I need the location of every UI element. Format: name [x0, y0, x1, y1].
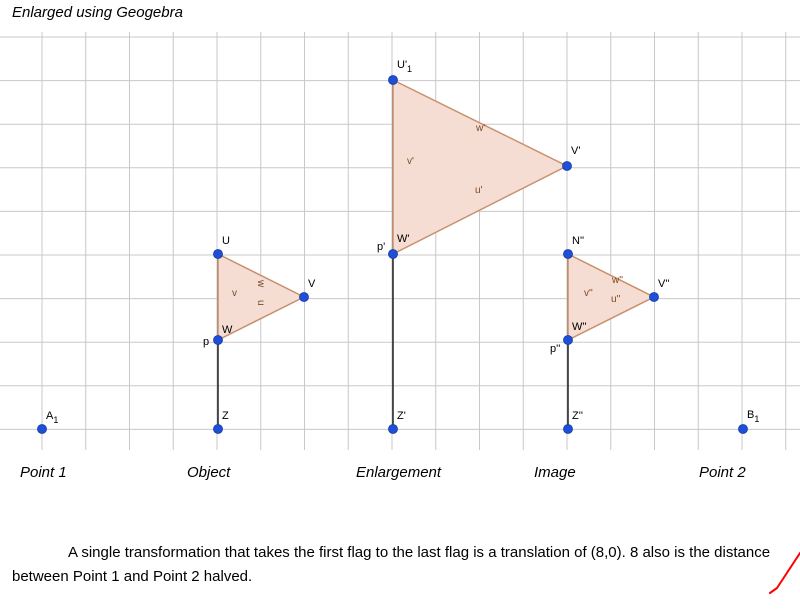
- point-a1[interactable]: [37, 424, 47, 434]
- side-label-object-v: v: [232, 288, 237, 299]
- side-label-object-u: u: [255, 300, 266, 306]
- point-v-prime[interactable]: [562, 161, 572, 171]
- point-z-double-prime[interactable]: [563, 424, 573, 434]
- caption-enlargement: Enlargement: [356, 464, 442, 481]
- label-w-double-prime: W'': [572, 321, 587, 333]
- point-w-double-prime[interactable]: [563, 335, 573, 345]
- point-w[interactable]: [213, 335, 223, 345]
- label-z: Z: [222, 410, 229, 422]
- side-label-image-w: w'': [611, 275, 623, 286]
- side-label-object-w: w: [255, 279, 266, 288]
- point-u-double-prime[interactable]: [563, 249, 573, 259]
- label-p: p: [203, 336, 209, 348]
- object-triangle: [217, 252, 306, 342]
- point-v-double-prime[interactable]: [649, 292, 659, 302]
- explanation-text: A single transformation that takes the f…: [12, 544, 771, 585]
- label-w: W: [222, 324, 233, 336]
- side-label-image-u: u'': [611, 294, 620, 305]
- point-u1-prime[interactable]: [388, 75, 398, 85]
- label-v-double-prime: V'': [658, 278, 670, 290]
- image-triangle: [567, 252, 656, 342]
- side-label-enlargement-v: v': [407, 156, 414, 167]
- point-w-prime[interactable]: [388, 249, 398, 259]
- enlargement-triangle: [392, 78, 569, 256]
- check-mark-icon: [769, 552, 800, 594]
- caption-image: Image: [534, 464, 576, 481]
- point-z[interactable]: [213, 424, 223, 434]
- label-z-prime: Z': [397, 410, 406, 422]
- label-v: V: [308, 278, 316, 290]
- label-p-prime: p': [377, 241, 385, 253]
- page-title: Enlarged using Geogebra: [12, 4, 183, 21]
- point-u[interactable]: [213, 249, 223, 259]
- label-w-prime: W': [397, 233, 409, 245]
- point-v[interactable]: [299, 292, 309, 302]
- point-b1[interactable]: [738, 424, 748, 434]
- side-label-enlargement-u: u': [475, 185, 483, 196]
- label-p-double-prime: p'': [550, 343, 560, 355]
- label-v-prime: V': [571, 145, 580, 157]
- explanation-note: A single transformation that takes the f…: [12, 541, 792, 589]
- caption-point-1: Point 1: [20, 464, 67, 481]
- label-a1: A1: [46, 410, 58, 425]
- caption-point-2: Point 2: [699, 464, 746, 481]
- point-z-prime[interactable]: [388, 424, 398, 434]
- side-label-enlargement-w: w': [475, 123, 485, 134]
- label-u1-prime: U'1: [397, 59, 412, 74]
- label-b1: B1: [747, 409, 759, 424]
- side-label-image-v: v'': [584, 288, 593, 299]
- label-u: U: [222, 235, 230, 247]
- label-z-double-prime: Z'': [572, 410, 583, 422]
- grid: [0, 32, 800, 450]
- caption-object: Object: [187, 464, 231, 481]
- label-u-double-prime: N'': [572, 235, 584, 247]
